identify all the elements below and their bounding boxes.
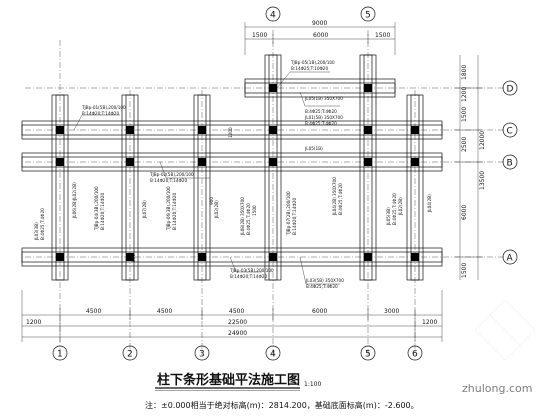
dim-edge-right: 1200 — [422, 319, 437, 326]
axis-bubble-B: B — [507, 159, 513, 169]
anno-beam-b-2: B:14Φ20;T:14Φ20 — [82, 111, 119, 116]
anno-top-beam2-1: JL05(1B) 350X700 — [304, 96, 343, 101]
anno-beam-c-left-2: B:14Φ20;T:14Φ20 — [150, 178, 187, 183]
anno-beam-b2-2: B:4Φ25;T:4Φ20 — [305, 121, 337, 126]
anno-vert-4b: B:4Φ25;T:4Φ20 — [246, 203, 251, 235]
dim-right-3: 1500 — [461, 107, 468, 122]
anno-beam-a-right-1: JL03(5B) 350X700 — [305, 278, 344, 283]
columns — [56, 84, 419, 261]
axis-bubble-C: C — [507, 127, 513, 137]
anno-vert-7b: B:4Φ25;T:4Φ20 — [392, 193, 397, 225]
dim-top-total: 9000 — [312, 20, 327, 27]
anno-vert-3a: TJBp-06(3B),200/100 — [166, 186, 171, 231]
annotations: TJBp-05(1B),200/100 B:14Φ25;T:10Φ20 JL05… — [34, 60, 432, 289]
anno-vert-2b: B:14Φ20;T:14Φ20 — [100, 193, 105, 230]
axis-bubble-6: 6 — [412, 350, 418, 360]
dim-right-5: 1800 — [461, 65, 468, 80]
dim-right-alt: 12000 — [479, 131, 486, 150]
anno-vert-6a: JL04(2B) 350X700 — [332, 177, 337, 216]
dim-overall: 24900 — [228, 330, 247, 337]
axis-bubble-5: 5 — [365, 350, 371, 360]
dim-edge-left: 1200 — [26, 319, 41, 326]
axis-bubble-1: 1 — [57, 350, 63, 360]
anno-vert-8: JL02(2B) — [398, 197, 403, 216]
anno-beam-a-right-2: B:4Φ25;T:4Φ20 — [306, 284, 338, 289]
anno-beam-c-left-1: TJBp-02(5B),200/100 — [149, 172, 194, 177]
dim-bay-1: 4500 — [157, 308, 172, 315]
anno-vert-1b: B:4Φ25;T:4Φ20 — [40, 208, 45, 240]
right-dimensions: 1500 6000 2500 1500 1200 1800 13500 1200… — [455, 55, 486, 280]
tag-small-0: 1200 — [228, 127, 233, 138]
dim-bay-3: 6000 — [312, 308, 327, 315]
dim-top-part-1: 6000 — [313, 32, 328, 39]
axis-bubble-D: D — [507, 85, 514, 95]
tag-col-0: JL06(2B) — [72, 200, 77, 219]
anno-vert-3b: B:14Φ20;T:14Φ20 — [172, 193, 177, 230]
tag-col-4: JL02(2B) — [72, 182, 77, 201]
anno-beam-a-left-2: B:14Φ20;T:14Φ20 — [230, 274, 267, 279]
axis-bubble-top-5: 5 — [365, 11, 371, 21]
anno-top-beam2-2: B:4Φ25;T:4Φ20 — [305, 109, 337, 114]
tag-col-1: JL07(2B) — [142, 200, 147, 219]
axis-bubble-3: 3 — [199, 350, 205, 360]
watermark: zhulong.com — [462, 299, 536, 395]
dim-right-total: 13500 — [479, 171, 486, 190]
dim-bay-2: 4500 — [229, 308, 244, 315]
dim-top-part-2: 1500 — [375, 32, 390, 39]
anno-vert-7a: JL05(3B) — [386, 207, 391, 226]
bottom-dimensions: 4500 4500 4500 6000 3000 1200 1200 22500… — [21, 290, 443, 342]
dim-top-part-0: 1500 — [252, 32, 267, 39]
tag-small-2: 900 — [131, 254, 136, 262]
anno-vert-5b: B:14Φ20;T:14Φ20 — [292, 198, 297, 235]
annotation-leaders — [73, 71, 340, 285]
watermark-text: zhulong.com — [462, 382, 532, 395]
tag-small-3: 1500 — [252, 205, 257, 216]
anno-vert-5a: TJBp-07(2B),200/100 — [286, 191, 291, 236]
tag-col-3: JL04(2B) — [427, 194, 432, 213]
anno-beam-c-right: JL05(1B) — [304, 146, 323, 151]
dim-right-1: 6000 — [461, 205, 468, 220]
anno-top-beam-1: TJBp-05(1B),200/100 — [290, 60, 335, 65]
anno-beam-b2-1: JL01(5B) 350X700 — [304, 115, 343, 120]
anno-vert-2a: TJBp-04(3B),200/100 — [94, 186, 99, 231]
axis-bubble-4: 4 — [270, 350, 276, 360]
axis-bubble-top-4: 4 — [270, 11, 276, 21]
anno-top-beam-2: B:14Φ25;T:10Φ20 — [291, 66, 328, 71]
dim-right-2: 2500 — [461, 137, 468, 152]
anno-vert-4a: JL08(2B) 350X700 — [240, 197, 245, 236]
dim-axis-total: 22500 — [228, 319, 247, 326]
dim-right-0: 1500 — [461, 263, 468, 278]
tag-col-2: JL02(2B) — [214, 200, 219, 219]
title-block: 柱下条形基础平法施工图 1:100 注：±0.000相当于绝对标高(m)：281… — [145, 372, 419, 410]
anno-beam-a-left-1: TJBp-03(5B),200/100 — [229, 268, 274, 273]
drawing-note: 注：±0.000相当于绝对标高(m)：2814.200，基础底面标高(m)：-2… — [145, 400, 419, 410]
axis-bubbles: 4 5 1 2 3 4 5 6 D C B A — [52, 6, 518, 361]
axis-bubble-A: A — [507, 254, 514, 264]
dim-bay-0: 4500 — [86, 308, 101, 315]
strip-foundations — [21, 54, 443, 281]
anno-vert-1a: JL03(3B) — [34, 222, 39, 241]
dim-bay-4: 3000 — [384, 308, 399, 315]
top-dimensions: 9000 1500 6000 1500 — [244, 20, 396, 55]
anno-beam-b-1: TJBp-01(5B),200/100 — [81, 105, 126, 110]
tag-small-1: 900 — [209, 197, 214, 205]
axis-bubble-2: 2 — [127, 350, 133, 360]
drawing-scale: 1:100 — [304, 381, 321, 388]
drawing-title: 柱下条形基础平法施工图 — [157, 372, 300, 388]
dim-right-4: 1200 — [461, 87, 468, 102]
anno-vert-6b: B:4Φ25;T:4Φ20 — [338, 183, 343, 215]
